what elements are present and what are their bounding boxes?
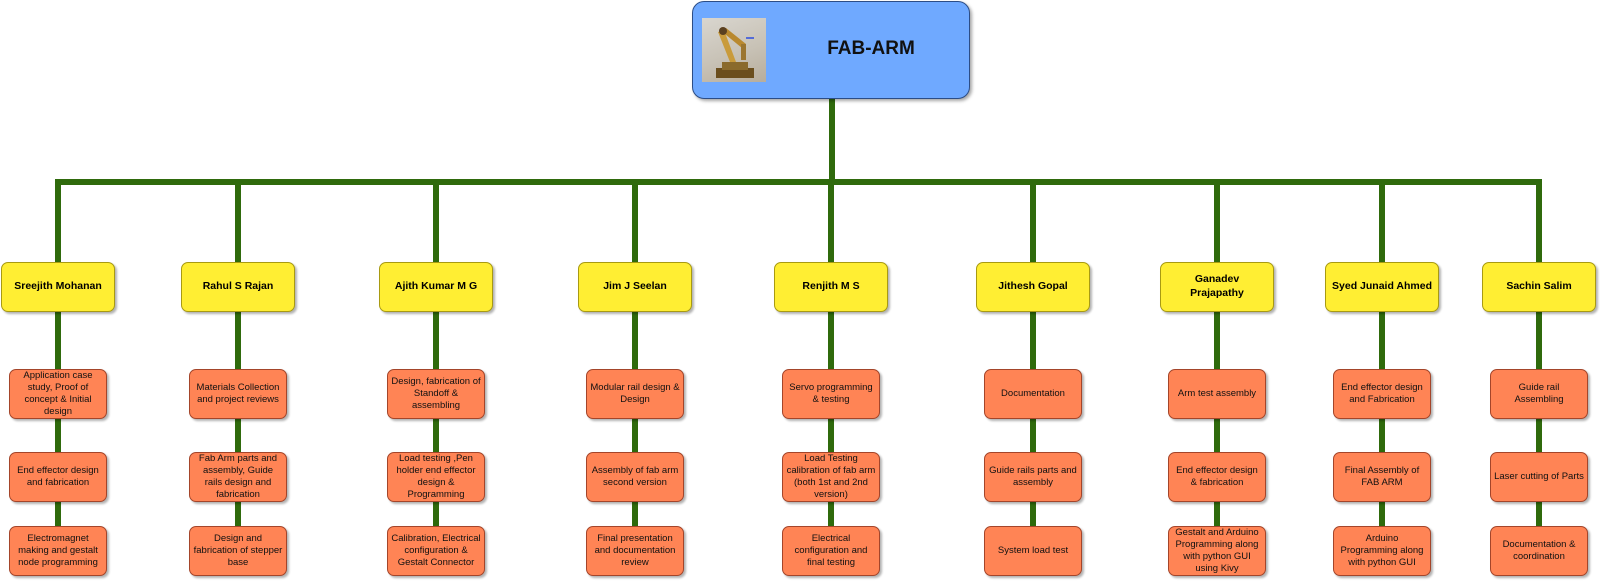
- member-node: Sachin Salim: [1482, 262, 1596, 312]
- task-node: Design and fabrication of stepper base: [189, 526, 287, 576]
- task-node: Laser cutting of Parts: [1490, 452, 1588, 502]
- task-node: Load Testing calibration of fab arm (bot…: [782, 452, 880, 502]
- task-node: Guide rail Assembling: [1490, 369, 1588, 419]
- task-node: End effector design & fabrication: [1168, 452, 1266, 502]
- task-node: Electrical configuration and final testi…: [782, 526, 880, 576]
- task-node: Calibration, Electrical configuration & …: [387, 526, 485, 576]
- member-node: Syed Junaid Ahmed: [1325, 262, 1439, 312]
- task-node: Modular rail design & Design: [586, 369, 684, 419]
- task-node: System load test: [984, 526, 1082, 576]
- task-node: Guide rails parts and assembly: [984, 452, 1082, 502]
- member-node: Ajith Kumar M G: [379, 262, 493, 312]
- task-node: Servo programming & testing: [782, 369, 880, 419]
- task-node: Arm test assembly: [1168, 369, 1266, 419]
- task-node: Documentation: [984, 369, 1082, 419]
- member-node: Rahul S Rajan: [181, 262, 295, 312]
- task-node: Electromagnet making and gestalt node pr…: [9, 526, 107, 576]
- robot-arm-image: [702, 18, 766, 82]
- member-node: Renjith M S: [774, 262, 888, 312]
- project-title: FAB-ARM: [827, 38, 915, 59]
- task-node: Design, fabrication of Standoff & assemb…: [387, 369, 485, 419]
- task-node: Arduino Programming along with python GU…: [1333, 526, 1431, 576]
- task-node: End effector design and Fabrication: [1333, 369, 1431, 419]
- task-node: Fab Arm parts and assembly, Guide rails …: [189, 452, 287, 502]
- member-node: Sreejith Mohanan: [1, 262, 115, 312]
- task-node: Final Assembly of FAB ARM: [1333, 452, 1431, 502]
- member-node: Jim J Seelan: [578, 262, 692, 312]
- project-root-node: FAB-ARM: [692, 1, 970, 99]
- task-node: Final presentation and documentation rev…: [586, 526, 684, 576]
- task-node: End effector design and fabrication: [9, 452, 107, 502]
- task-node: Load testing ,Pen holder end effector de…: [387, 452, 485, 502]
- task-node: Documentation & coordination: [1490, 526, 1588, 576]
- task-node: Application case study, Proof of concept…: [9, 369, 107, 419]
- task-node: Gestalt and Arduino Programming along wi…: [1168, 526, 1266, 576]
- task-node: Assembly of fab arm second version: [586, 452, 684, 502]
- member-node: Jithesh Gopal: [976, 262, 1090, 312]
- task-node: Materials Collection and project reviews: [189, 369, 287, 419]
- member-node: Ganadev Prajapathy: [1160, 262, 1274, 312]
